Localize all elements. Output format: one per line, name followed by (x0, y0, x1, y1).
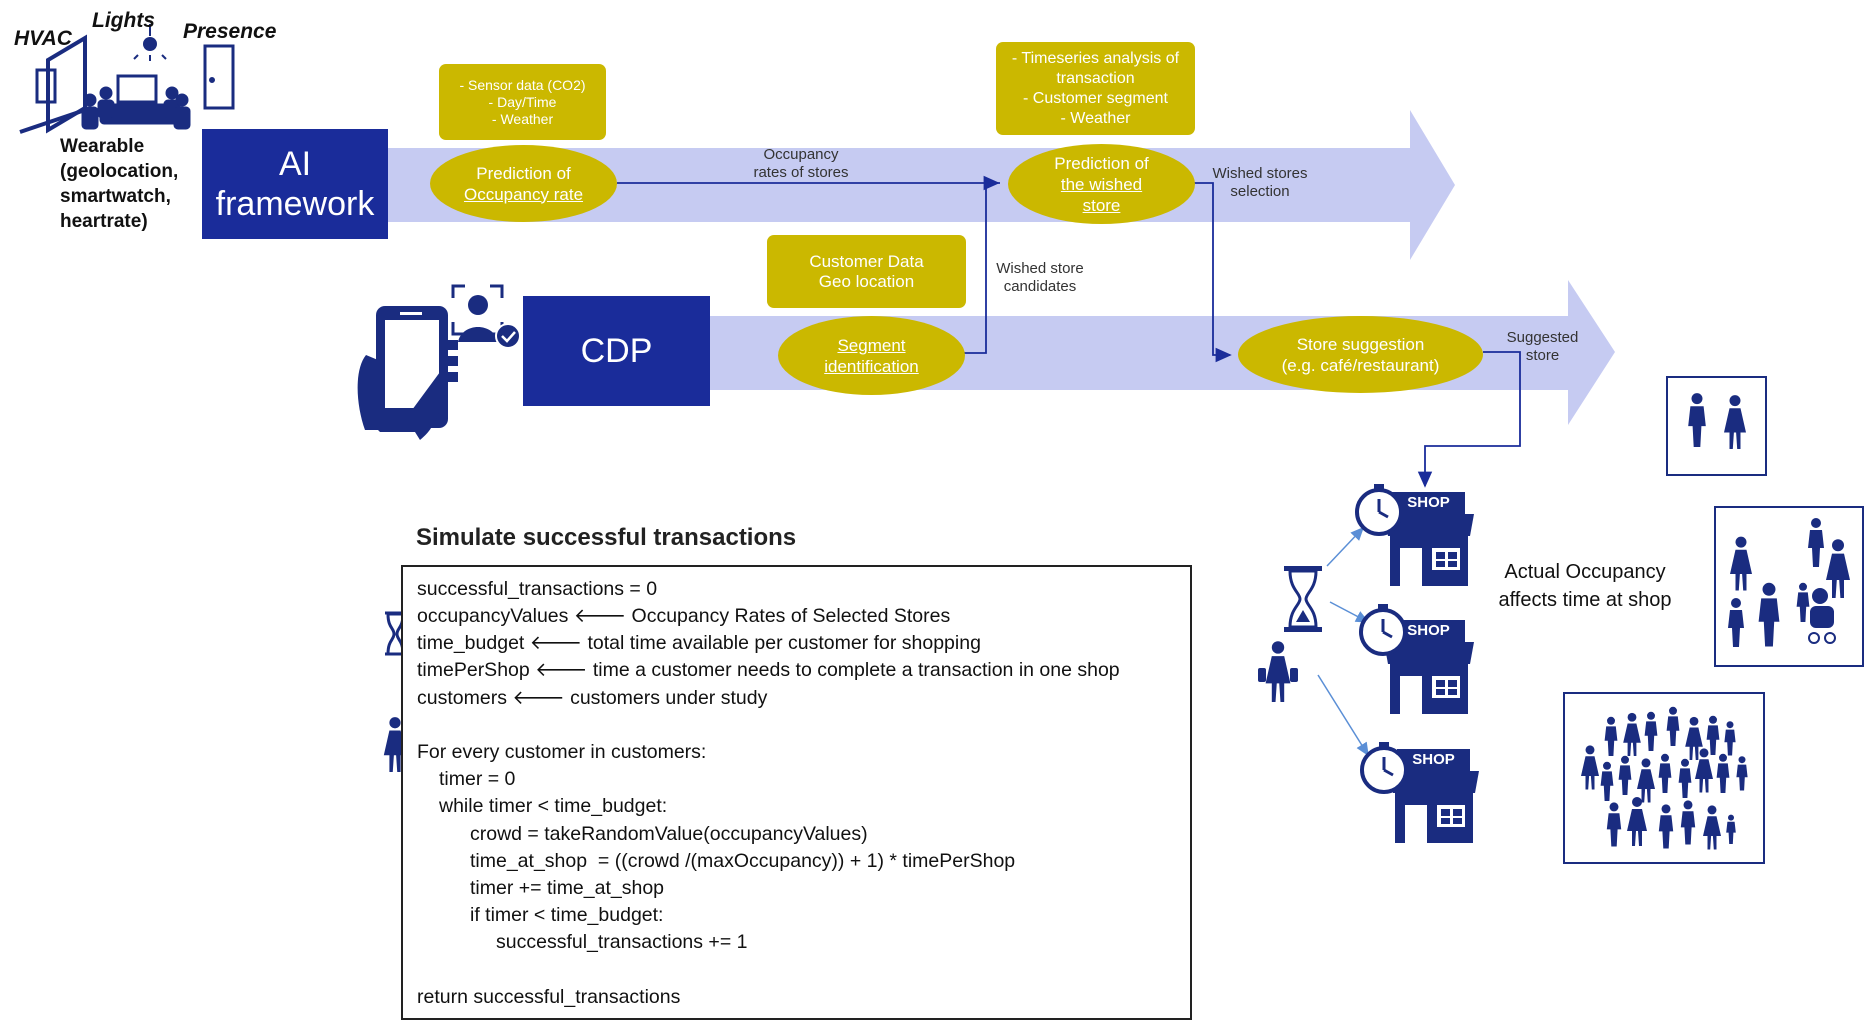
prediction-wished-line-1: Prediction of (1054, 153, 1149, 173)
presence-label: Presence (183, 20, 277, 43)
shop-icon-3 (1360, 742, 1479, 843)
code-line-14: return successful_transactions (417, 986, 681, 1008)
prediction-occupancy-ellipse: Prediction of Occupancy rate (430, 145, 617, 222)
prediction-occupancy-line-1: Prediction of (476, 163, 571, 183)
prediction-occupancy-line-2: Occupancy rate (463, 184, 584, 204)
low-occupancy-frame (1666, 376, 1767, 476)
code-line-13: successful_transactions += 1 (496, 931, 748, 953)
hourglass-icon (1284, 566, 1322, 632)
store-suggestion-line-1: Store suggestion (1296, 334, 1425, 354)
pseudocode-box: successful_transactions = 0 occupancyVal… (401, 565, 1192, 1020)
code-line-7: timer = 0 (439, 768, 516, 790)
low-occupancy-people (1688, 393, 1746, 449)
face-id-icon (451, 284, 521, 349)
cdp-box: CDP (523, 296, 710, 406)
prediction-wished-line-3: store (1082, 195, 1121, 215)
prediction-wished-ellipse: Prediction of the wished store (1008, 144, 1195, 224)
shop-arrow-3 (1317, 674, 1369, 757)
lights-label: Lights (92, 9, 155, 32)
wearable-line-1: Wearable (60, 136, 145, 157)
code-line-2: occupancyValues 🡐 Occupancy Rates of Sel… (417, 605, 951, 627)
shop-arrow-1 (1326, 526, 1365, 567)
segment-line-1: Segment (837, 335, 906, 355)
shop-sign-2: SHOP (1407, 622, 1450, 639)
code-line-11: timer += time_at_shop (470, 877, 665, 899)
occupancy-rates-label: Occupancy rates of stores (753, 146, 849, 181)
code-line-5: customers 🡐 customers under study (417, 687, 768, 709)
wearable-line-3: smartwatch, (60, 186, 171, 207)
phone-icon (357, 306, 458, 440)
suggested-connector (1417, 351, 1521, 488)
actual-occupancy-label: Actual Occupancy affects time at shop (1498, 561, 1672, 611)
medium-occupancy-frame (1714, 506, 1864, 667)
segment-connector (962, 182, 1000, 354)
segment-line-2: identification (824, 356, 919, 376)
high-occupancy-crowd (1581, 706, 1748, 850)
ai-flow-arrow (388, 110, 1455, 260)
sensor-data-box: - Sensor data (CO2) - Day/Time - Weather (439, 64, 606, 140)
ai-framework-box: AI framework (202, 129, 388, 239)
code-line-12: if timer < time_budget: (470, 904, 664, 926)
suggested-store-label: Suggested store (1506, 329, 1579, 364)
customer-data-box: Customer Data Geo location (767, 235, 966, 308)
shop-sign-3: SHOP (1412, 751, 1455, 768)
wished-candidates-label: Wished store candidates (996, 260, 1084, 295)
wearable-label: Wearable (geolocation, smartwatch, heart… (60, 134, 178, 234)
hvac-label: HVAC (14, 27, 72, 50)
store-suggestion-line-2: (e.g. café/restaurant) (1281, 355, 1440, 375)
wearable-line-2: (geolocation, (60, 161, 179, 182)
timeseries-box: - Timeseries analysis of transaction - C… (996, 42, 1195, 135)
code-line-9: crowd = takeRandomValue(occupancyValues) (470, 823, 868, 845)
shop-icon-1 (1355, 484, 1474, 586)
high-occupancy-frame (1563, 692, 1765, 864)
store-suggestion-ellipse: Store suggestion (e.g. café/restaurant) (1238, 316, 1483, 393)
segment-identification-ellipse: Segment identification (778, 316, 965, 395)
code-line-6: For every customer in customers: (417, 741, 707, 763)
meeting-room-icon (19, 24, 235, 134)
code-line-1: successful_transactions = 0 (417, 578, 658, 600)
customer-icon (1258, 641, 1298, 702)
code-title: Simulate successful transactions (416, 524, 797, 551)
wished-selection-label: Wished stores selection (1212, 165, 1308, 200)
code-line-8: while timer < time_budget: (439, 795, 668, 817)
medium-occupancy-people (1728, 518, 1850, 647)
shop-icon-2 (1359, 604, 1474, 714)
shop-arrow-2 (1329, 601, 1370, 623)
code-line-4: timePerShop 🡐 time a customer needs to c… (417, 659, 1120, 681)
code-line-10: time_at_shop = ((crowd /(maxOccupancy)) … (470, 850, 1016, 872)
wearable-line-4: heartrate) (60, 211, 148, 232)
wished-connector (1193, 182, 1232, 363)
prediction-wished-line-2: the wished (1060, 174, 1143, 194)
code-line-3: time_budget 🡐 total time available per c… (417, 632, 981, 654)
shop-sign-1: SHOP (1407, 494, 1450, 511)
